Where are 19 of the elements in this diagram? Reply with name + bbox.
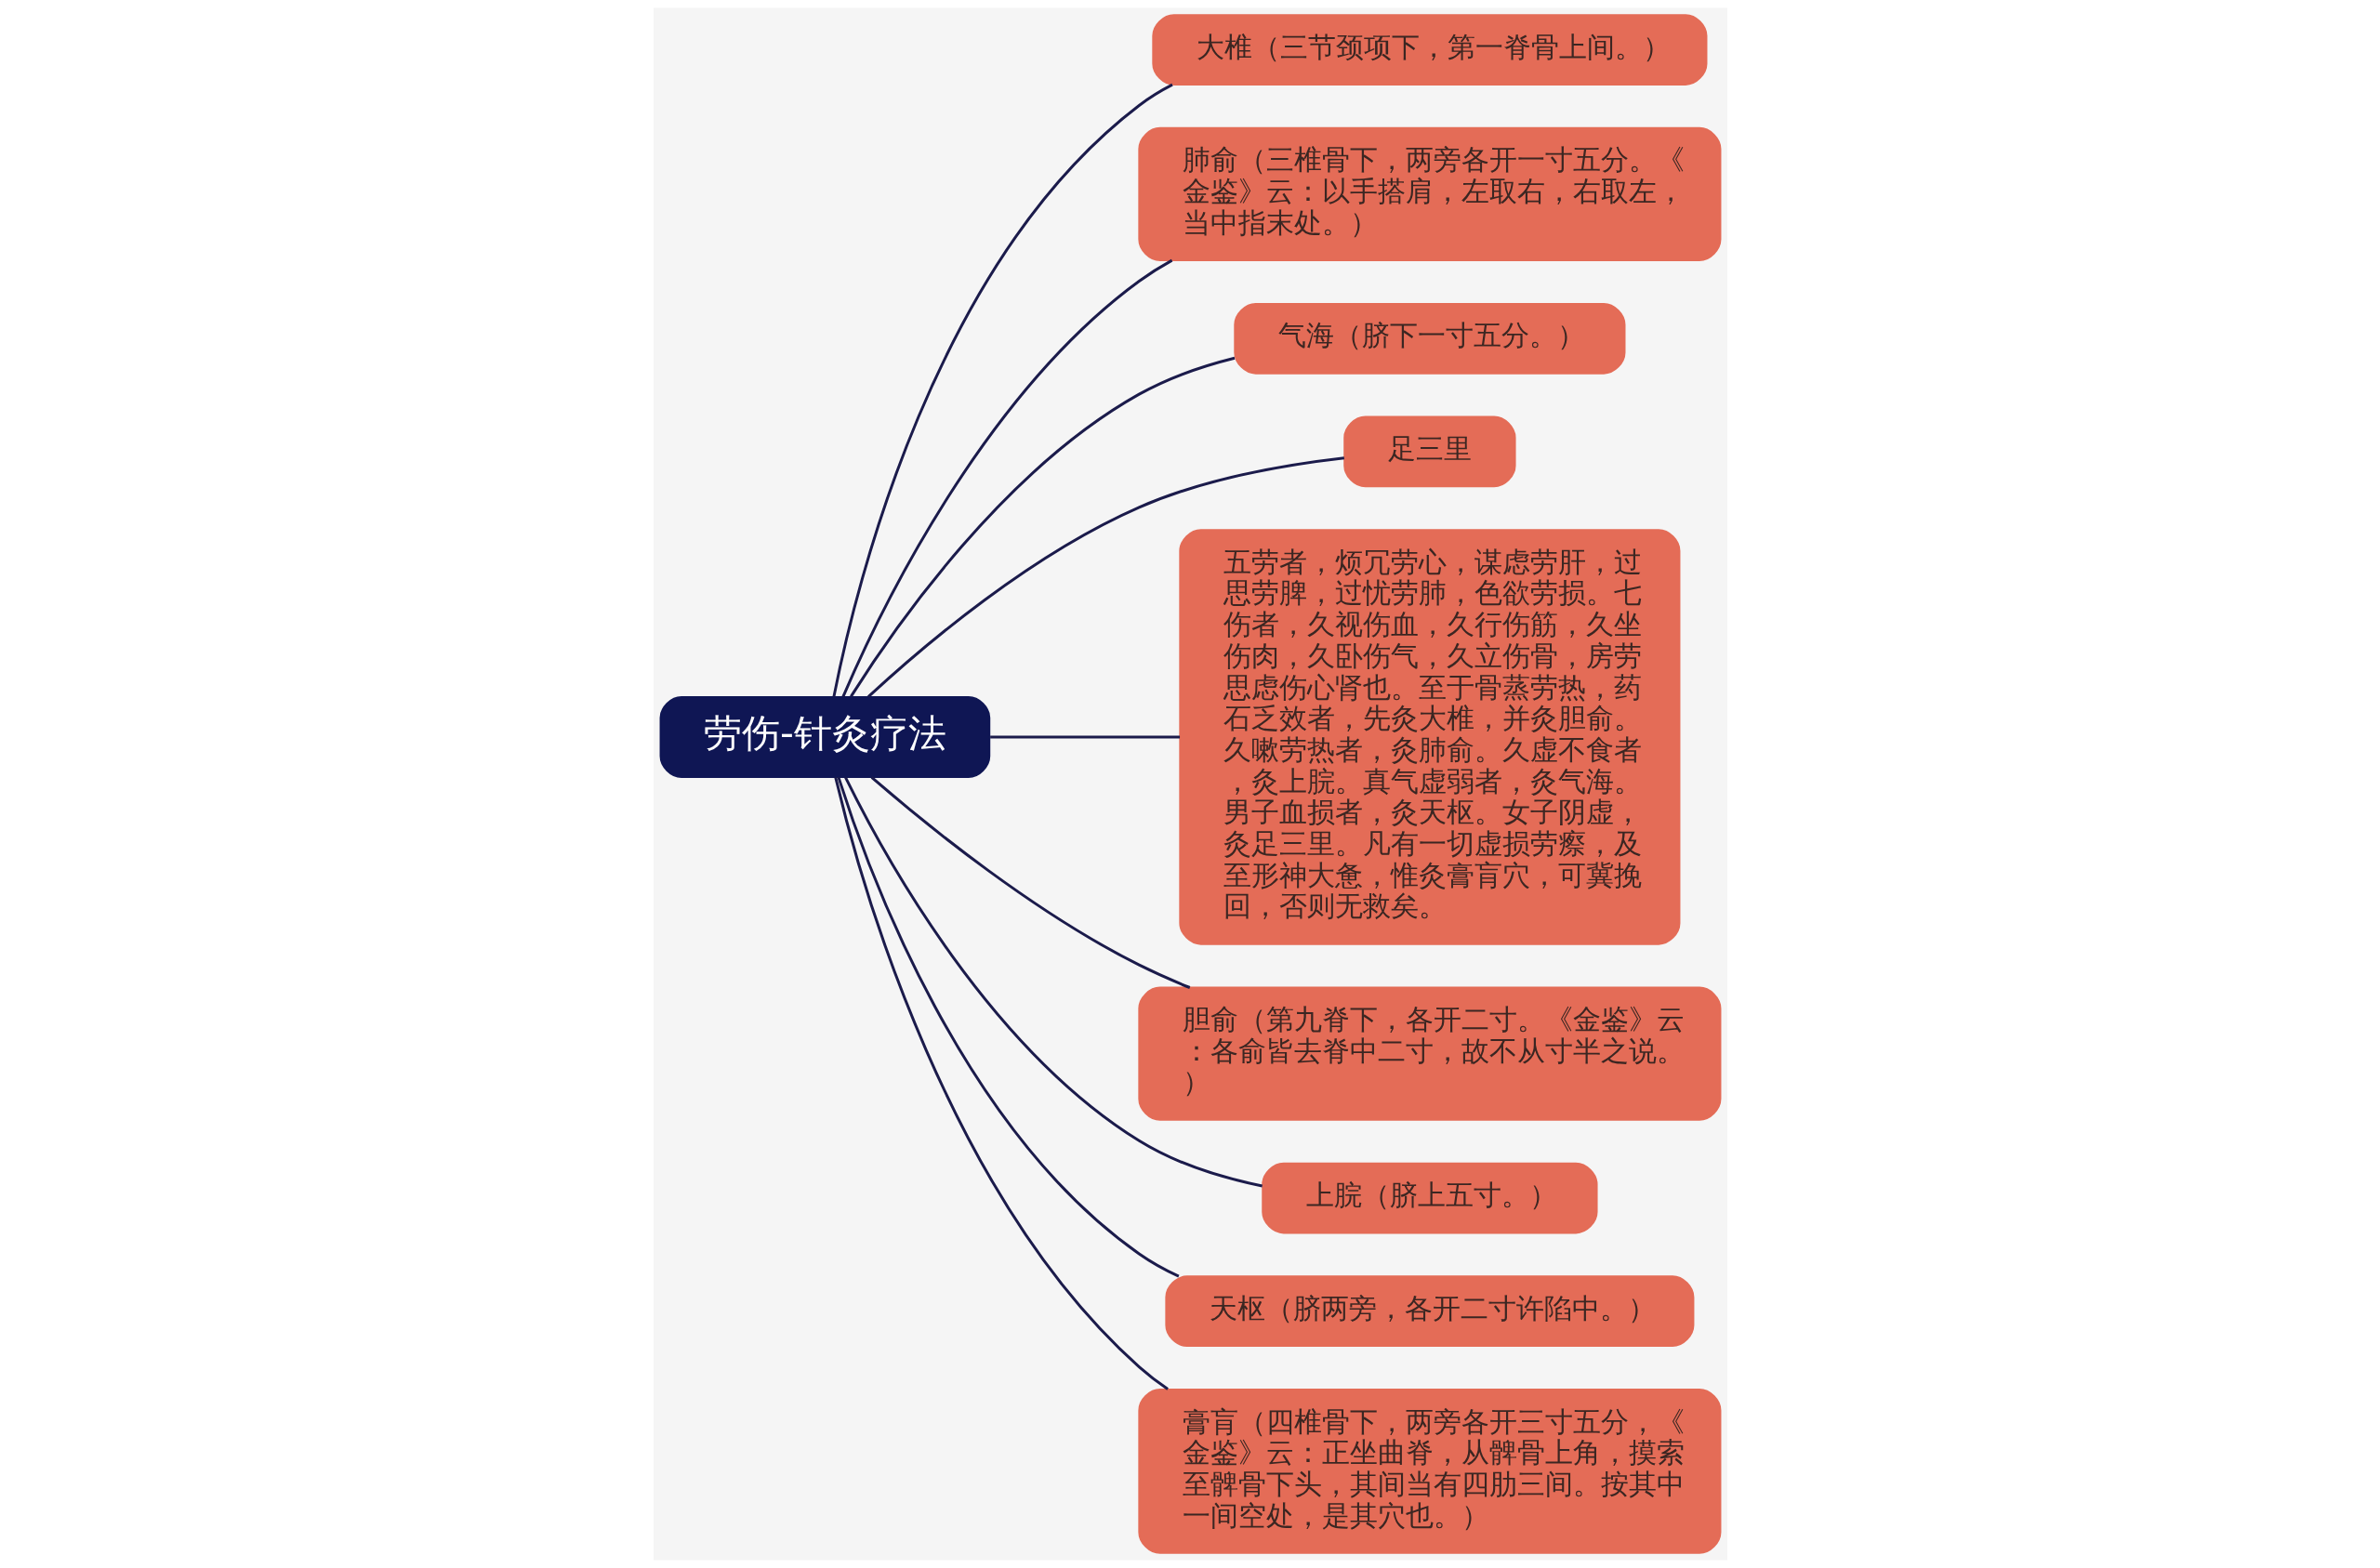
connector <box>832 83 1173 697</box>
node-box: 足三里 <box>1342 415 1516 488</box>
node-box: 膏肓（四椎骨下，两旁各开三寸五分，《金鉴》云：正坐曲脊，从髀骨上角，摸索至髀骨下头，其间当有四肋三间。按其中一间空处，是其穴也。） <box>1137 1389 1721 1554</box>
node-box: 天枢（脐两旁，各开二寸许陷中。） <box>1164 1275 1694 1348</box>
connector <box>841 258 1172 698</box>
node-box: 气海（脐下一寸五分。） <box>1233 302 1625 375</box>
connector <box>833 776 1169 1390</box>
node-box: 五劳者，烦冗劳心，谋虑劳肝，过思劳脾，过忧劳肺，色欲劳损。七伤者，久视伤血，久行伤筋，久坐伤肉，久卧伤气，久立伤骨，房劳思虑伤心肾也。至于骨蒸劳热，药石乏效者，先灸大椎，并灸胆俞。久嗽劳热者，灸肺俞。久虚不食者，灸上脘。真气虚弱者，灸气海。男子血损者，灸天枢。女子阴虚，灸足三里。凡有一切虚损劳瘵，及至形神大惫，惟灸膏肓穴，可冀挽回，否则无救矣。 <box>1178 529 1680 945</box>
connector <box>989 735 1180 739</box>
node-box: 大椎（三节颈项下，第一脊骨上间。） <box>1151 14 1707 86</box>
connector <box>870 776 1190 989</box>
node-box: 上脘（脐上五寸。） <box>1261 1162 1598 1234</box>
node-box: 肺俞（三椎骨下，两旁各开一寸五分。《金鉴》云：以手搭肩，左取右，右取左，当中指末处。） <box>1137 126 1721 261</box>
connector <box>866 456 1344 698</box>
node-box: 劳伤-针灸疗法 <box>659 695 990 778</box>
connector <box>849 356 1235 698</box>
connector <box>843 776 1263 1188</box>
node-box: 胆俞（第九脊下，各开二寸。《金鉴》云：各俞皆去脊中二寸，故不从寸半之说。） <box>1137 986 1721 1121</box>
connector <box>836 776 1180 1278</box>
